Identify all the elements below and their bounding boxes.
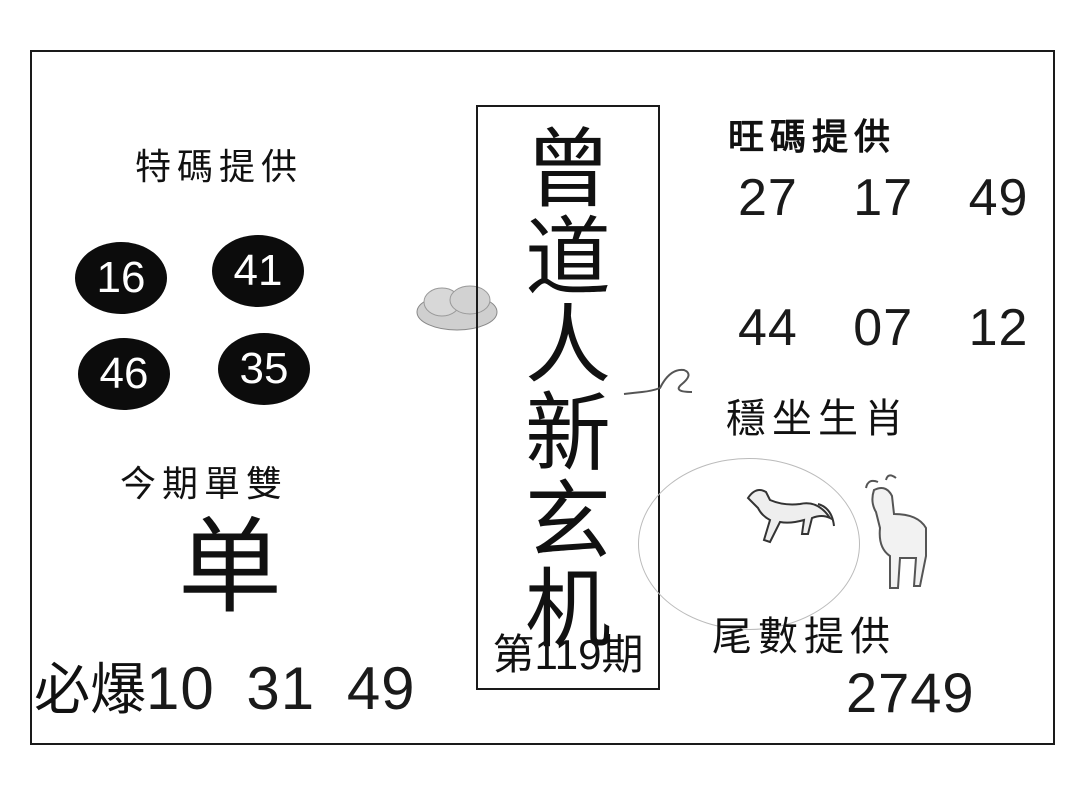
horse-icon: [746, 489, 835, 544]
hot-numbers-row-2: 44 07 12: [738, 299, 1029, 357]
title-char-2: 道: [525, 208, 611, 308]
hot-code-title: 旺碼提供: [728, 116, 897, 158]
page-frame: [30, 50, 1055, 745]
must-hit-row: 必爆10 31 49: [34, 645, 416, 726]
issue-number: 第119期: [492, 631, 644, 678]
title-box: 曾 道 人 新 玄 机 第119期: [476, 105, 660, 690]
odd-even-title: 今期單雙: [120, 464, 289, 505]
title-char-3: 人: [525, 296, 611, 396]
goat-icon: [865, 474, 927, 589]
special-ball-3: 46: [78, 338, 170, 410]
odd-even-value: 单: [178, 506, 283, 628]
title-char-4: 新: [525, 384, 611, 484]
title-char-5: 玄: [525, 472, 611, 572]
title-char-1: 曾: [525, 120, 611, 220]
zodiac-title: 穩坐生肖: [726, 396, 910, 442]
title-char-6: 机: [525, 560, 611, 660]
tail-number-value: 2749: [846, 661, 975, 724]
must-hit-numbers: 10 31 49: [146, 655, 416, 722]
special-ball-1: 16: [75, 242, 167, 314]
must-hit-label: 必爆: [34, 658, 146, 723]
squiggle-mark-icon: [623, 368, 693, 395]
special-code-title: 特碼提供: [135, 147, 304, 188]
tail-number-title: 尾數提供: [712, 614, 896, 660]
special-ball-4: 35: [218, 333, 310, 405]
stamp-seal: [638, 458, 860, 630]
special-ball-2: 41: [212, 235, 304, 307]
hot-numbers-row-1: 27 17 49: [738, 169, 1029, 227]
